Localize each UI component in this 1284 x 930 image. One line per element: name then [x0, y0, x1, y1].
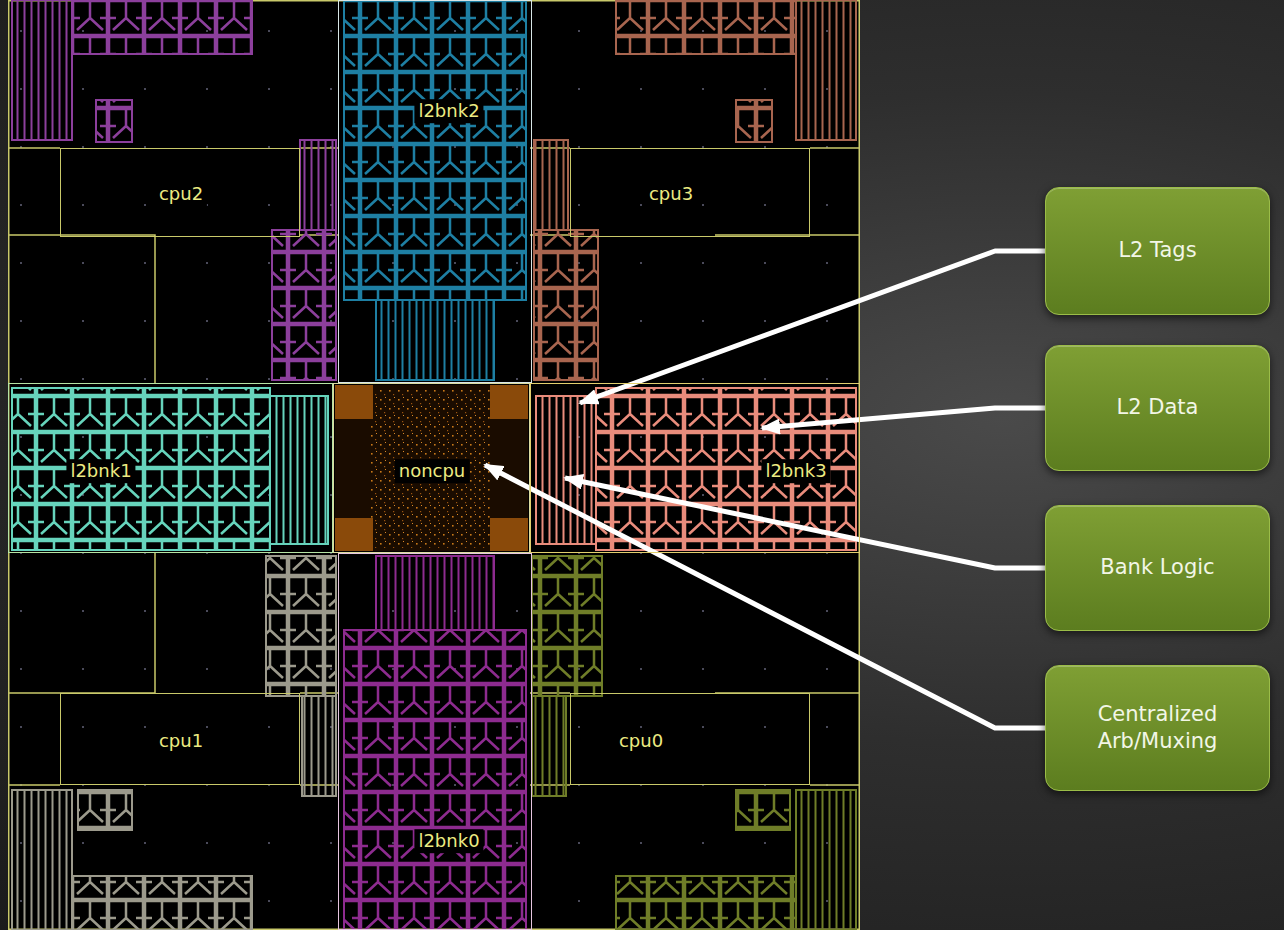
- cpu-core-box: cpu1: [60, 693, 300, 785]
- wire-grid: [534, 140, 568, 230]
- l2-bank-wiring: [12, 0, 856, 930]
- wire-grid: [266, 556, 336, 696]
- callout-box: Centralized Arb/Muxing: [1045, 665, 1270, 791]
- logic-ground: [335, 385, 528, 551]
- block-label: cpu2: [155, 182, 207, 206]
- wire-grid: [376, 300, 494, 380]
- wire-grid: [12, 0, 72, 140]
- noncpu-logic: [335, 385, 528, 551]
- wire-grid: [536, 396, 596, 544]
- wire-grid: [616, 0, 796, 54]
- cpu-core-box: cpu0: [570, 693, 810, 785]
- wire-grid: [344, 0, 526, 300]
- wire-grid: [270, 396, 328, 544]
- wire-grid: [796, 0, 856, 140]
- top-right-wiring: [534, 0, 856, 380]
- cpu-core-box: cpu2: [60, 148, 300, 237]
- wire-grid: [78, 790, 132, 830]
- die-ground: [8, 0, 860, 930]
- leader-arrow: [485, 465, 1045, 728]
- callout-text: L2 Tags: [1118, 237, 1196, 264]
- wire-grid: [302, 696, 336, 796]
- wire-grid: [736, 100, 772, 142]
- wire-grid: [534, 230, 598, 380]
- block-label: l2bnk2: [414, 99, 483, 123]
- callout-box: L2 Tags: [1045, 187, 1270, 315]
- wire-grid: [72, 876, 252, 930]
- leader-arrow: [580, 251, 1045, 403]
- callout-text: Centralized Arb/Muxing: [1073, 701, 1243, 756]
- l2-bank-region: l2bnk1: [8, 383, 333, 553]
- block-label: cpu0: [615, 729, 667, 753]
- wire-grid: [376, 556, 494, 630]
- block-label: l2bnk3: [761, 459, 830, 483]
- logic-block: [490, 385, 528, 419]
- block-label: l2bnk0: [414, 829, 483, 853]
- bottom-left-wiring: [12, 556, 336, 930]
- block-label: l2bnk1: [66, 459, 135, 483]
- block-label: noncpu: [395, 459, 470, 483]
- wire-grid: [96, 100, 132, 142]
- logic-block: [490, 518, 528, 551]
- callout-text: Bank Logic: [1100, 554, 1214, 581]
- cpu-core-box: cpu3: [570, 148, 810, 237]
- block-label: cpu3: [645, 182, 697, 206]
- wire-grid: [736, 790, 790, 830]
- logic-block: [335, 385, 373, 419]
- block-label: cpu1: [155, 729, 207, 753]
- leader-arrow: [762, 408, 1045, 428]
- callout-text: L2 Data: [1117, 394, 1199, 421]
- wire-grid: [596, 388, 856, 550]
- l2-bank-region: l2bnk2: [338, 0, 532, 383]
- die-outline: [9, 1, 860, 930]
- wire-grid: [300, 140, 336, 230]
- wire-grid: [72, 0, 252, 54]
- noncpu-region: noncpu: [333, 383, 530, 553]
- l2-bank-region: l2bnk3: [530, 383, 860, 553]
- wire-grid: [12, 388, 270, 550]
- callout-box: L2 Data: [1045, 345, 1270, 471]
- wire-grid: [616, 876, 796, 930]
- leader-arrow: [565, 478, 1045, 568]
- die-speckle: [8, 0, 860, 930]
- logic-block: [335, 518, 373, 551]
- wire-grid: [532, 696, 566, 796]
- wire-grid: [12, 790, 72, 930]
- l2-bank-region: l2bnk0: [338, 553, 532, 930]
- logic-speckle: [370, 390, 490, 548]
- wire-grid: [532, 556, 602, 696]
- wire-grid: [344, 630, 526, 930]
- callout-box: Bank Logic: [1045, 505, 1270, 631]
- quadrant-outlines: [8, 1, 860, 930]
- wire-grid: [272, 230, 336, 380]
- bottom-right-wiring: [532, 556, 856, 930]
- top-left-wiring: [12, 0, 336, 380]
- wire-grid: [796, 790, 856, 930]
